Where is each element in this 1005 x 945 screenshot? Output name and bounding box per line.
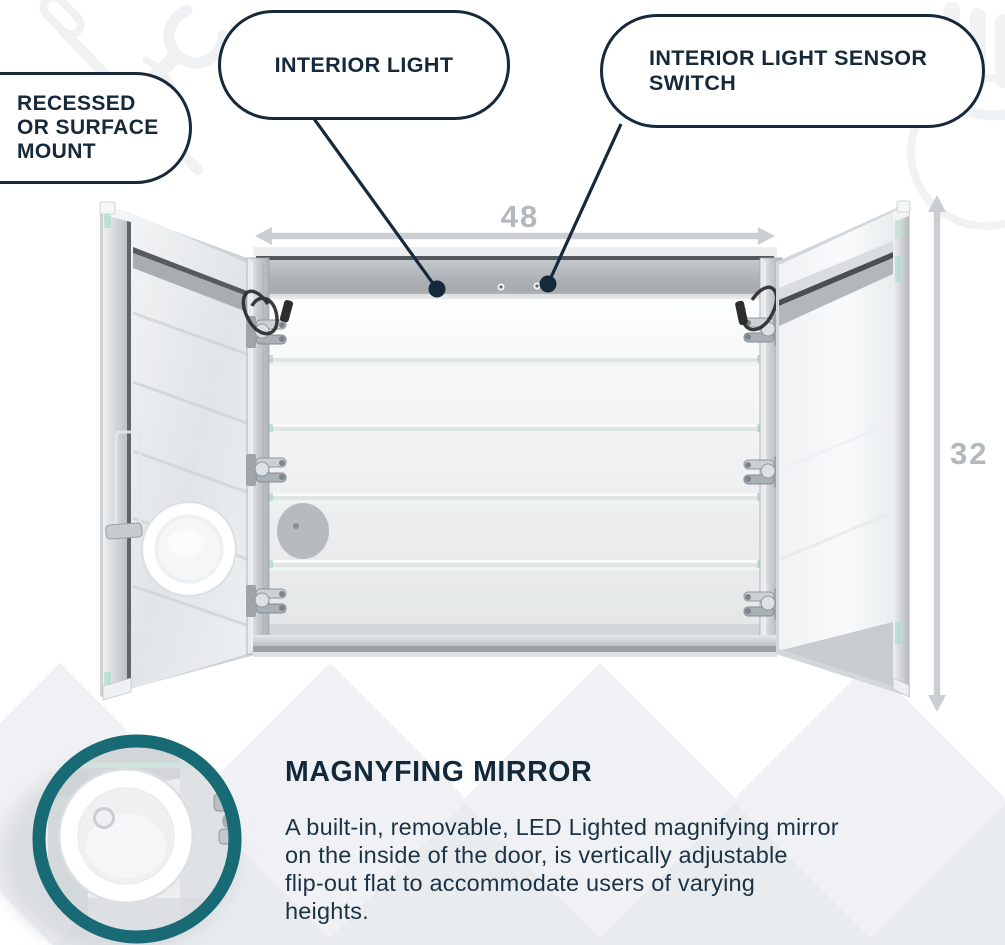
height-dimension-label: 32 bbox=[950, 436, 989, 471]
wire bbox=[241, 289, 279, 336]
description-line: on the inside of the door, is vertically… bbox=[285, 842, 788, 868]
magnifier-text-block: MAGNYFING MIRROR A built-in, removable, … bbox=[285, 756, 975, 925]
magnifier-detail-photo bbox=[0, 734, 242, 945]
hinge bbox=[246, 585, 287, 617]
glass-shelves bbox=[268, 355, 762, 571]
callout-line: OR SURFACE bbox=[17, 116, 159, 139]
interior-light-leader-dot bbox=[428, 280, 446, 298]
callout-interior-light: INTERIOR LIGHT bbox=[218, 10, 510, 120]
magnifying-mirror-on-door bbox=[141, 501, 237, 597]
sensor-switch-leader-line bbox=[546, 123, 623, 285]
width-dimension-label: 48 bbox=[500, 199, 540, 234]
description-line: heights. bbox=[285, 898, 369, 924]
description-line: flip-out flat to accommodate users of va… bbox=[285, 870, 756, 896]
callout-label: INTERIOR LIGHT bbox=[274, 53, 454, 77]
cabinet-right-door bbox=[776, 200, 911, 698]
height-dimension-arrow bbox=[928, 195, 946, 712]
callout-lines bbox=[310, 115, 623, 298]
teal-ring bbox=[32, 734, 242, 944]
callout-recessed-or-surface-mount: RECESSED OR SURFACE MOUNT bbox=[0, 72, 192, 184]
cabinet-left-door bbox=[99, 201, 258, 701]
description-line: A built-in, removable, LED Lighted magni… bbox=[285, 814, 839, 840]
callout-line: MOUNT bbox=[17, 140, 96, 163]
magnifier-description: A built-in, removable, LED Lighted magni… bbox=[285, 813, 975, 925]
width-dimension-arrow bbox=[255, 227, 775, 245]
cabinet-illustration bbox=[99, 200, 911, 701]
magnifier-heading: MAGNYFING MIRROR bbox=[285, 756, 593, 788]
callout-line: INTERIOR LIGHT SENSOR bbox=[649, 46, 928, 70]
callout-line: RECESSED bbox=[17, 92, 136, 115]
cabinet-body bbox=[241, 247, 784, 657]
magnifying-mirror-back bbox=[105, 503, 329, 559]
mirror-led-button bbox=[93, 807, 115, 829]
light-sensor-switch-dots bbox=[496, 281, 542, 292]
interior-light-leader-line bbox=[310, 115, 439, 290]
interior-light-strip bbox=[262, 297, 768, 324]
sensor-switch-leader-dot bbox=[539, 275, 557, 293]
hinge bbox=[246, 454, 287, 486]
wire bbox=[741, 285, 779, 332]
callout-interior-light-sensor-switch: INTERIOR LIGHT SENSOR SWITCH bbox=[600, 14, 985, 128]
callout-line: SWITCH bbox=[649, 71, 737, 95]
